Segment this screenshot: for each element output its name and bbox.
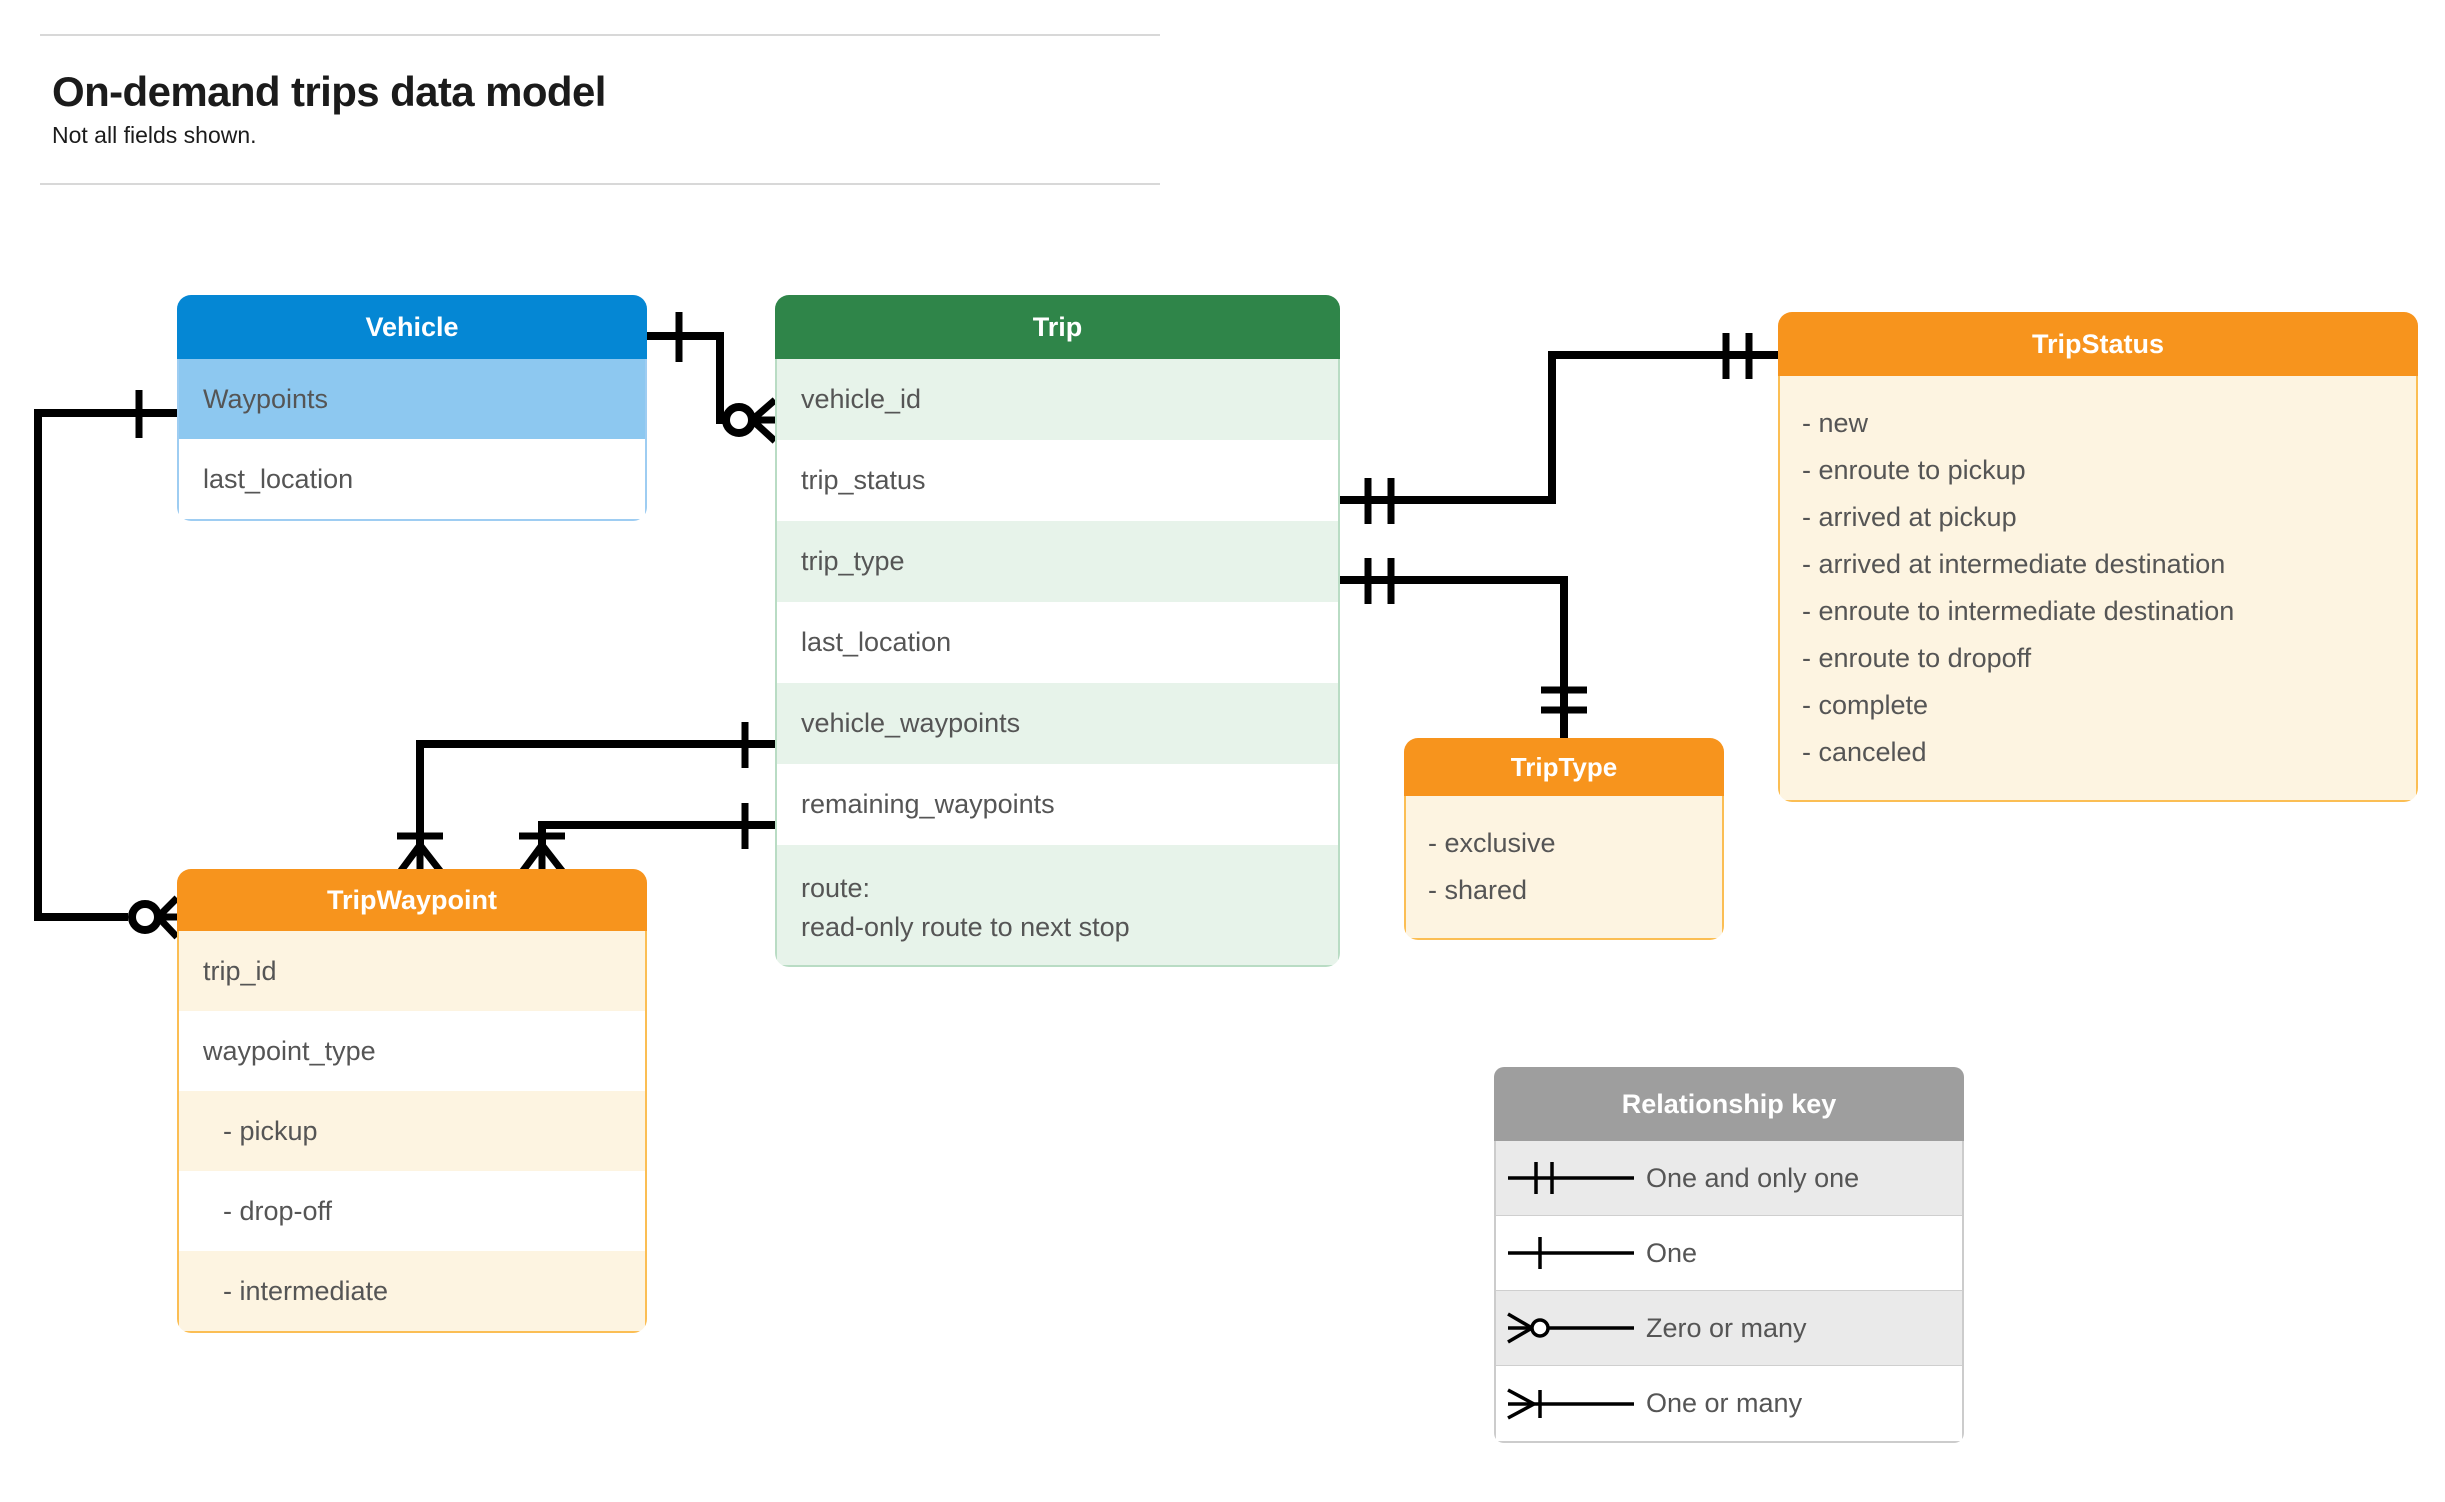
entity-tripstatus-values: - new - enroute to pickup - arrived at p… — [1778, 376, 2418, 802]
enum-item: - enroute to pickup — [1802, 455, 2026, 485]
one-or-many-icon — [1496, 1382, 1646, 1426]
enum-item: - arrived at pickup — [1802, 502, 2017, 532]
connector-vehicle-waypoints-tripwaypoint — [34, 409, 177, 921]
entity-vehicle-fields: Waypoints last_location — [177, 359, 647, 521]
page-subtitle: Not all fields shown. — [52, 122, 257, 148]
enum-item: - enroute to intermediate destination — [1802, 596, 2235, 626]
field-row[interactable]: last_location — [179, 439, 645, 519]
entity-vehicle[interactable]: Vehicle Waypoints last_location — [177, 295, 647, 521]
field-row[interactable]: vehicle_id — [777, 359, 1338, 440]
entity-tripwaypoint[interactable]: TripWaypoint trip_id waypoint_type - pic… — [177, 869, 647, 1333]
field-row[interactable]: remaining_waypoints — [777, 764, 1338, 845]
connector-vehicle-trip — [647, 332, 744, 424]
zero-or-many-icon — [1496, 1306, 1646, 1350]
enum-item: - shared — [1428, 875, 1528, 905]
document-header: On-demand trips data model Not all field… — [40, 34, 1160, 185]
entity-tripstatus[interactable]: TripStatus - new - enroute to pickup - a… — [1778, 312, 2418, 802]
header-rule-top — [40, 34, 1160, 36]
entity-triptype-values: - exclusive - shared — [1404, 796, 1724, 940]
entity-trip-title: Trip — [775, 295, 1340, 359]
enum-item: - canceled — [1802, 737, 1927, 767]
field-row[interactable]: vehicle_waypoints — [777, 683, 1338, 764]
entity-tripwaypoint-fields: trip_id waypoint_type - pickup - drop-of… — [177, 931, 647, 1333]
one-and-only-one-icon — [1496, 1156, 1646, 1200]
legend-row: One — [1496, 1216, 1962, 1291]
entity-trip-fields: vehicle_id trip_status trip_type last_lo… — [775, 359, 1340, 967]
field-row[interactable]: - intermediate — [179, 1251, 645, 1331]
entity-vehicle-title: Vehicle — [177, 295, 647, 359]
entity-triptype[interactable]: TripType - exclusive - shared — [1404, 738, 1724, 940]
one-icon — [1496, 1231, 1646, 1275]
field-row[interactable]: waypoint_type — [179, 1011, 645, 1091]
field-row[interactable]: trip_id — [179, 931, 645, 1011]
legend-label: Zero or many — [1646, 1312, 1807, 1343]
field-row[interactable]: - pickup — [179, 1091, 645, 1171]
field-row[interactable]: - drop-off — [179, 1171, 645, 1251]
field-row[interactable]: Waypoints — [179, 359, 645, 439]
field-row[interactable]: trip_status — [777, 440, 1338, 521]
enum-item: - complete — [1802, 690, 1929, 720]
enum-item: - exclusive — [1428, 828, 1556, 858]
enum-item: - new — [1802, 408, 1869, 438]
field-row[interactable]: last_location — [777, 602, 1338, 683]
header-rule-bottom — [40, 183, 1160, 185]
enum-item: - arrived at intermediate destination — [1802, 549, 2226, 579]
legend-label: One and only one — [1646, 1162, 1860, 1193]
entity-triptype-title: TripType — [1404, 738, 1724, 796]
connector-remaining-waypoints-link — [538, 821, 775, 845]
entity-tripstatus-title: TripStatus — [1778, 312, 2418, 376]
entity-tripwaypoint-title: TripWaypoint — [177, 869, 647, 931]
field-row[interactable]: trip_type — [777, 521, 1338, 602]
legend-title: Relationship key — [1494, 1067, 1964, 1141]
field-row[interactable]: route: read-only route to next stop — [777, 845, 1338, 965]
relationship-key-legend: Relationship key One and only one — [1494, 1067, 1964, 1443]
legend-row: One and only one — [1496, 1141, 1962, 1216]
connector-trip-tripstatus — [1340, 351, 1778, 504]
enum-item: - enroute to dropoff — [1802, 643, 2032, 673]
legend-label: One — [1646, 1237, 1698, 1268]
legend-row: One or many — [1496, 1366, 1962, 1441]
entity-trip[interactable]: Trip vehicle_id trip_status trip_type la… — [775, 295, 1340, 967]
legend-label: One or many — [1646, 1388, 1803, 1418]
page-title: On-demand trips data model — [52, 68, 606, 115]
connector-vehicle-waypoints-link — [416, 740, 775, 845]
connector-trip-triptype — [1340, 576, 1568, 738]
legend-row: Zero or many — [1496, 1291, 1962, 1366]
